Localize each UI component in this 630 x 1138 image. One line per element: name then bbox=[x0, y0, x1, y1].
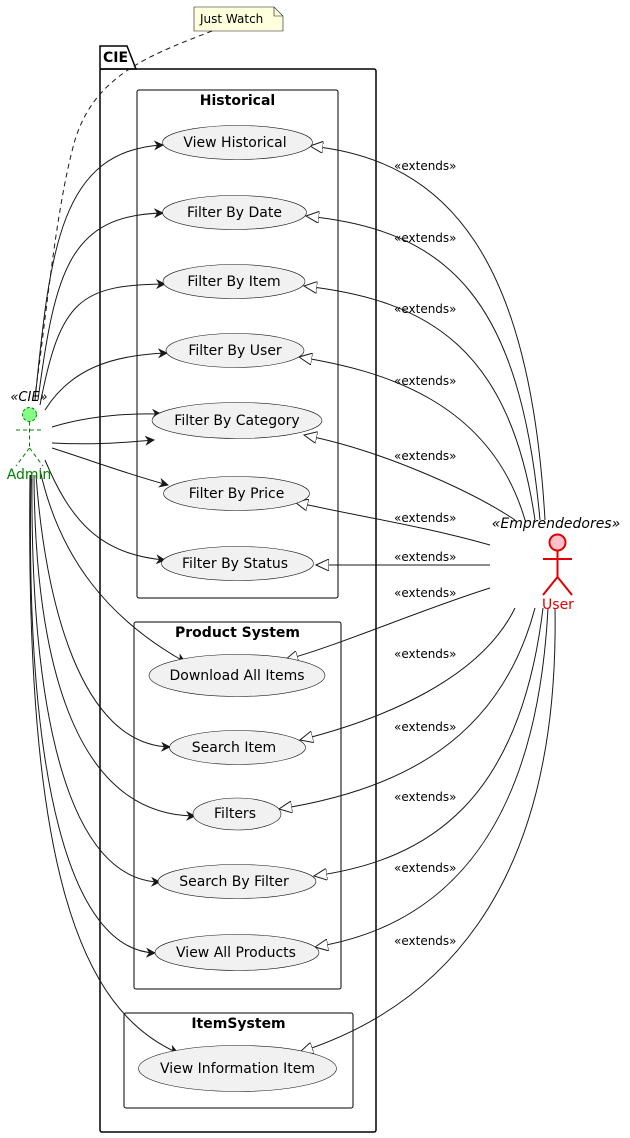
group-historical: Historical bbox=[136, 89, 339, 599]
extends-label: «extends» bbox=[394, 550, 457, 564]
actor-admin-name: Admin bbox=[7, 467, 52, 483]
note-link bbox=[34, 30, 213, 396]
use-case-download-all-items[interactable]: Download All Items bbox=[148, 654, 326, 697]
svg-text:Filter By Price: Filter By Price bbox=[189, 486, 285, 502]
actor-user-name: User bbox=[542, 597, 574, 613]
actor-body-icon bbox=[542, 550, 573, 596]
admin-associations bbox=[29, 140, 196, 1054]
use-case-search-by-filter[interactable]: Search By Filter bbox=[157, 864, 317, 899]
use-case-view-all-products[interactable]: View All Products bbox=[154, 934, 320, 971]
extends-label: «extends» bbox=[394, 647, 457, 661]
use-case-filter-by-user[interactable]: Filter By User bbox=[165, 333, 305, 368]
extends-label: «extends» bbox=[394, 231, 457, 245]
actor-admin-stereotype: «CIE» bbox=[10, 390, 47, 405]
actor-body-icon bbox=[15, 421, 44, 467]
svg-text:View All Products: View All Products bbox=[176, 945, 296, 961]
svg-text:Search Item: Search Item bbox=[192, 740, 276, 756]
use-case-filter-by-item[interactable]: Filter By Item bbox=[162, 264, 306, 299]
svg-text:View Information Item: View Information Item bbox=[160, 1061, 315, 1077]
svg-text:Filter By Item: Filter By Item bbox=[187, 274, 280, 290]
extends-label: «extends» bbox=[394, 934, 457, 948]
actor-head-icon bbox=[22, 407, 37, 422]
user-extends-relations bbox=[279, 146, 556, 1052]
use-case-filter-by-date[interactable]: Filter By Date bbox=[162, 195, 307, 230]
use-case-filter-by-category[interactable]: Filter By Category bbox=[151, 402, 323, 439]
use-case-search-item[interactable]: Search Item bbox=[169, 730, 306, 765]
group-item-system: ItemSystem bbox=[123, 1012, 354, 1109]
extends-label: «extends» bbox=[394, 861, 457, 875]
extends-label: «extends» bbox=[394, 790, 457, 804]
use-case-view-information-item[interactable]: View Information Item bbox=[138, 1045, 337, 1092]
package-cie: CIE bbox=[99, 45, 377, 1133]
group-title-product-system: Product System bbox=[175, 625, 300, 641]
svg-text:Filter By Status: Filter By Status bbox=[182, 556, 288, 572]
use-case-filter-by-price[interactable]: Filter By Price bbox=[163, 476, 310, 511]
note-just-watch: Just Watch bbox=[193, 6, 284, 32]
extends-label: «extends» bbox=[394, 159, 457, 173]
extends-label: «extends» bbox=[394, 720, 457, 734]
extends-labels: «extends» «extends» «extends» «extends» … bbox=[394, 159, 457, 948]
svg-text:View Historical: View Historical bbox=[183, 135, 286, 151]
group-title-historical: Historical bbox=[200, 93, 275, 109]
svg-text:Filters: Filters bbox=[214, 806, 256, 822]
actor-head-icon bbox=[548, 533, 567, 552]
use-case-view-historical[interactable]: View Historical bbox=[162, 125, 313, 160]
extends-label: «extends» bbox=[394, 586, 457, 600]
extends-label: «extends» bbox=[394, 374, 457, 388]
package-title: CIE bbox=[103, 50, 128, 66]
use-case-filters[interactable]: Filters bbox=[192, 797, 282, 831]
svg-text:Filter By Date: Filter By Date bbox=[187, 205, 282, 221]
use-case-filter-by-status[interactable]: Filter By Status bbox=[161, 546, 314, 581]
svg-text:Filter By Category: Filter By Category bbox=[174, 413, 299, 429]
actor-user-stereotype: «Emprendedores» bbox=[492, 516, 621, 532]
actor-admin[interactable]: «CIE» Admin bbox=[7, 390, 52, 483]
svg-text:Download All Items: Download All Items bbox=[169, 668, 304, 684]
group-title-item-system: ItemSystem bbox=[191, 1016, 285, 1032]
svg-text:Search By Filter: Search By Filter bbox=[179, 874, 289, 890]
svg-text:Filter By User: Filter By User bbox=[188, 343, 282, 359]
extends-label: «extends» bbox=[394, 511, 457, 525]
extends-label: «extends» bbox=[394, 449, 457, 463]
actor-user[interactable]: «Emprendedores» User bbox=[492, 516, 621, 613]
extends-label: «extends» bbox=[394, 302, 457, 316]
note-text: Just Watch bbox=[199, 12, 263, 26]
group-product-system: Product System bbox=[133, 621, 342, 990]
